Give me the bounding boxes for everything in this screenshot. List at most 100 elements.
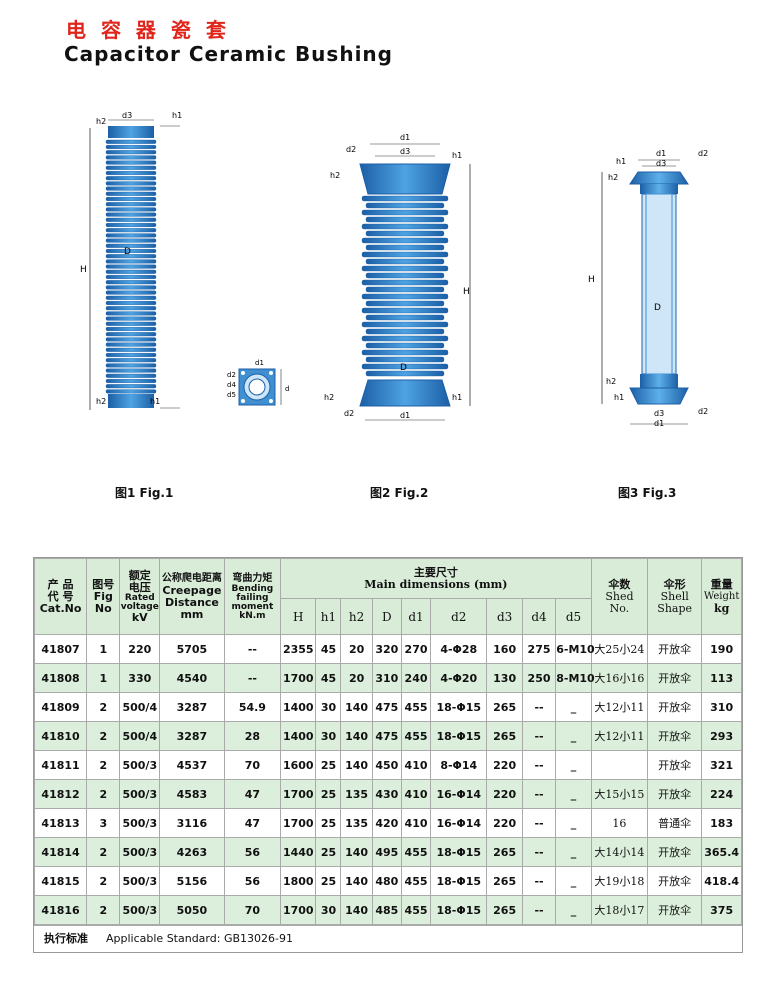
figure-1-drawing: d3 h1 h2 D H h2 h1	[80, 111, 182, 410]
table-cell: 410	[400, 808, 432, 838]
fig2-D-label: D	[400, 363, 407, 373]
header-fig-en: Fig No	[93, 589, 113, 615]
fig2-h2-bot-label: h2	[324, 393, 334, 402]
table-cell: 4-Φ28	[430, 634, 488, 664]
table-cell: 18-Φ15	[430, 721, 488, 751]
table-cell: 8-Φ14	[430, 750, 488, 780]
table-cell: 56	[223, 837, 282, 867]
table-cell: 16-Φ14	[430, 779, 488, 809]
table-cell: --	[521, 866, 557, 896]
table-cell: 30	[315, 721, 342, 751]
header-shed-en: Shed No.	[605, 589, 634, 615]
header-creep-unit: mm	[180, 607, 204, 621]
table-cell: 450	[371, 750, 402, 780]
table-cell: 30	[315, 692, 342, 722]
table-cell: 4263	[159, 837, 225, 867]
table-cell: 25	[315, 750, 342, 780]
header-shell-shape: 伞形 Shell Shape	[647, 558, 703, 635]
bottom-view-d5-label: d5	[227, 391, 236, 399]
table-cell: 265	[486, 721, 523, 751]
table-cell: 140	[340, 692, 373, 722]
table-cell: 1	[86, 663, 121, 693]
header-dim-d1: d1	[400, 598, 432, 635]
table-cell: 25	[315, 837, 342, 867]
table-cell: 430	[371, 779, 402, 809]
table-cell: 70	[223, 750, 282, 780]
footer-cn: 执行标准	[44, 932, 88, 945]
table-cell: 6-M10	[555, 634, 595, 664]
table-cell: 大16小16	[590, 663, 649, 693]
table-cell: 1800	[280, 866, 317, 896]
table-cell: 140	[340, 721, 373, 751]
figure-2-caption: 图2 Fig.2	[370, 486, 429, 500]
table-cell: --	[223, 634, 282, 664]
table-cell: 2	[86, 721, 121, 751]
table-cell: 455	[400, 721, 432, 751]
header-dims-en: Main dimensions (mm)	[364, 577, 508, 591]
fig2-h2-top-label: h2	[330, 171, 340, 180]
table-cell: 475	[371, 692, 402, 722]
table-cell: 455	[400, 837, 432, 867]
table-cell: 开放伞	[647, 634, 703, 664]
table-cell: 500/3	[119, 866, 161, 896]
table-cell: 1600	[280, 750, 317, 780]
table-cell: 140	[340, 866, 373, 896]
figure-2-drawing: d1 d2 d3 h1 h2 H D h2 h1 d2 d1	[324, 133, 471, 421]
table-cell: 220	[119, 634, 161, 664]
table-cell: 140	[340, 750, 373, 780]
header-creep-en: Creepage Distance	[162, 583, 222, 609]
table-cell: 321	[701, 750, 742, 780]
table-cell: 20	[340, 634, 373, 664]
spec-table-container: 产 品 代 号 Cat.No 图号 Fig No 额定 电压 Rated vol…	[33, 557, 743, 953]
table-cell: 310	[701, 692, 742, 722]
table-cell: 41807	[33, 634, 88, 664]
table-cell: 2355	[280, 634, 317, 664]
table-cell: 500/3	[119, 808, 161, 838]
header-shape-en: Shell Shape	[657, 589, 693, 615]
fig1-d3-label: d3	[122, 111, 132, 120]
fig3-d3-bot-label: d3	[654, 409, 664, 418]
table-cell: 480	[371, 866, 402, 896]
table-cell: _	[555, 779, 592, 809]
fig3-d1-top-label: d1	[656, 149, 666, 158]
table-cell: 25	[315, 808, 342, 838]
table-cell: 420	[371, 808, 402, 838]
table-cell: 1440	[280, 837, 317, 867]
table-cell: 普通伞	[647, 808, 703, 838]
header-weight-en: Weight	[703, 590, 740, 602]
table-cell: --	[521, 750, 557, 780]
table-cell: 500/3	[119, 837, 161, 867]
table-cell: 开放伞	[647, 750, 703, 780]
table-cell: 4-Φ20	[430, 663, 488, 693]
header-cat-cn: 产 品 代 号	[47, 577, 74, 603]
table-cell: 320	[371, 634, 402, 664]
table-cell: 500/4	[119, 692, 161, 722]
fig3-d1-bot-label: d1	[654, 419, 664, 428]
table-cell: 28	[223, 721, 282, 751]
table-cell: 275	[521, 634, 557, 664]
header-dim-d5: d5	[555, 598, 592, 635]
fig2-d2-top-label: d2	[346, 145, 356, 154]
table-cell: 45	[315, 634, 342, 664]
bottom-view-d1-label: d1	[255, 359, 264, 367]
table-cell: 2	[86, 866, 121, 896]
table-cell: 3287	[159, 721, 225, 751]
table-cell: 大14小14	[590, 837, 649, 867]
table-cell: 410	[400, 779, 432, 809]
header-shape-cn: 伞形	[663, 577, 686, 591]
header-bend-unit: kN.m	[239, 610, 266, 621]
table-cell: 开放伞	[647, 692, 703, 722]
table-cell: 41808	[33, 663, 88, 693]
table-cell: --	[521, 692, 557, 722]
table-cell: 2	[86, 779, 121, 809]
table-cell: 500/3	[119, 895, 161, 925]
table-cell: 330	[119, 663, 161, 693]
table-cell: 455	[400, 692, 432, 722]
table-cell: 135	[340, 808, 373, 838]
table-cell: 418.4	[701, 866, 742, 896]
